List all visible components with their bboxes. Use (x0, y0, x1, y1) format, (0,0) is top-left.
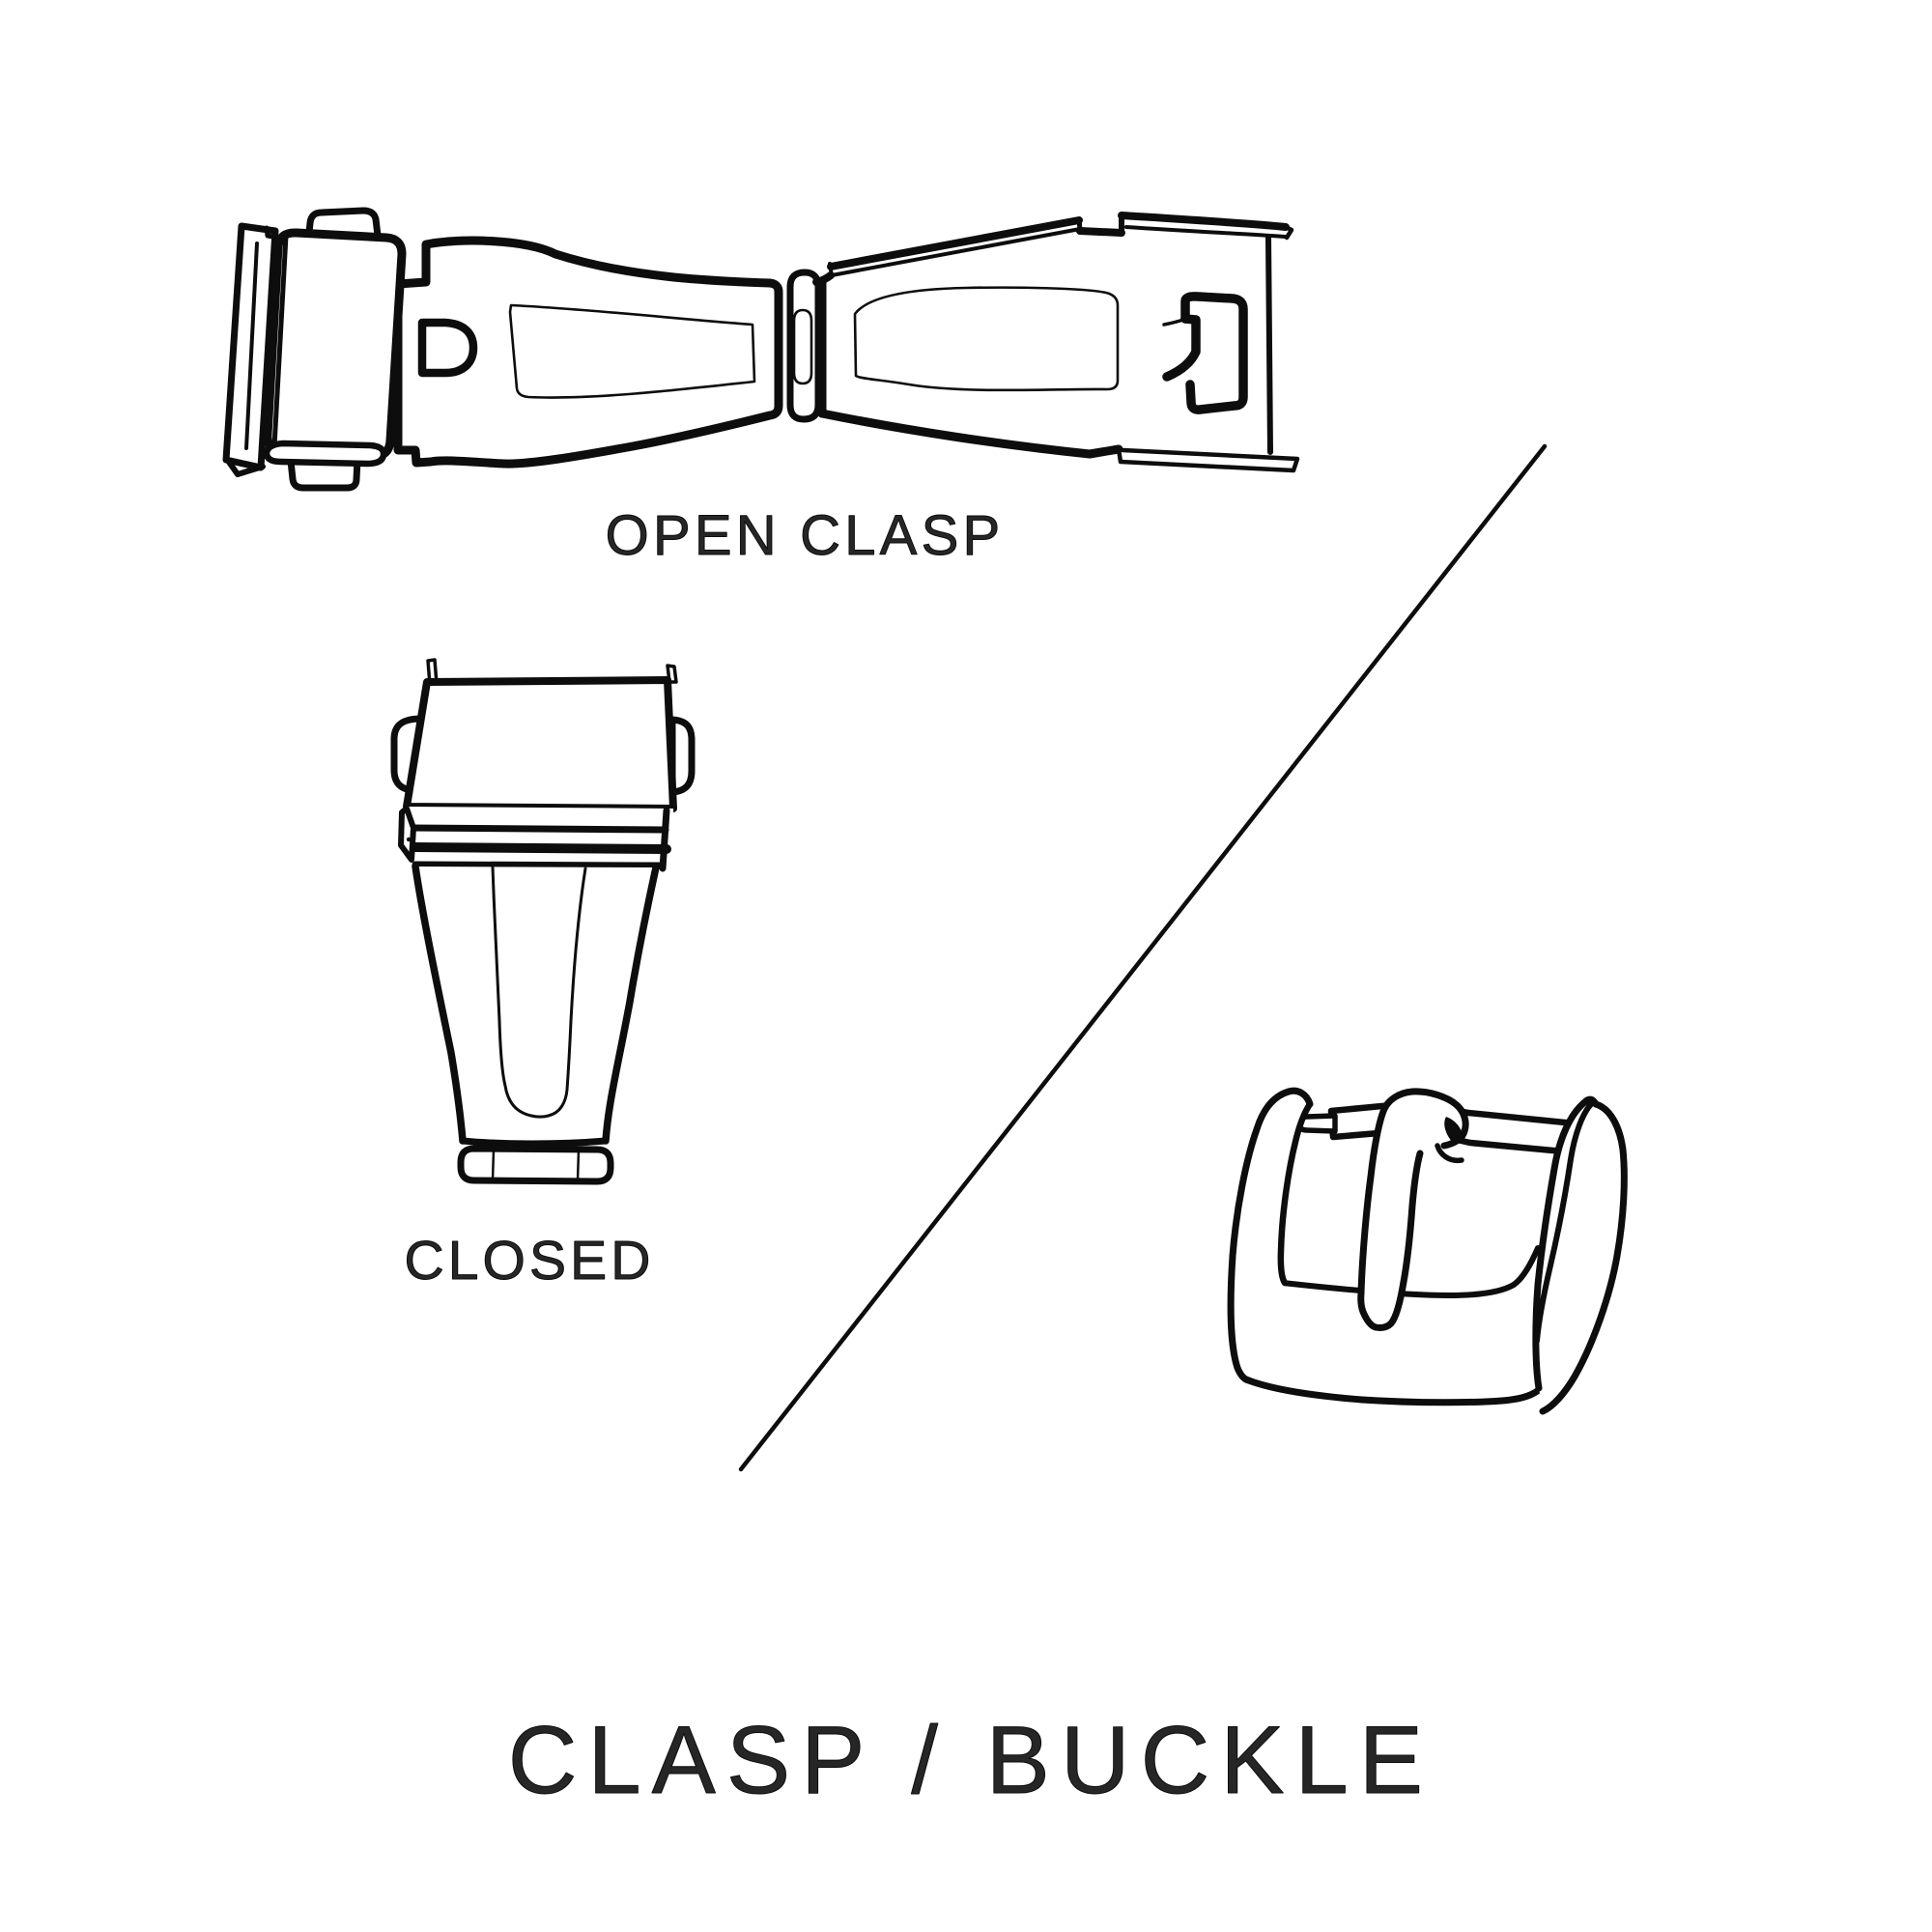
svg-text:CLOSED: CLOSED (404, 1230, 654, 1292)
svg-text:CLASP / BUCKLE: CLASP / BUCKLE (508, 1706, 1434, 1813)
svg-text:OPEN CLASP: OPEN CLASP (606, 504, 1005, 567)
